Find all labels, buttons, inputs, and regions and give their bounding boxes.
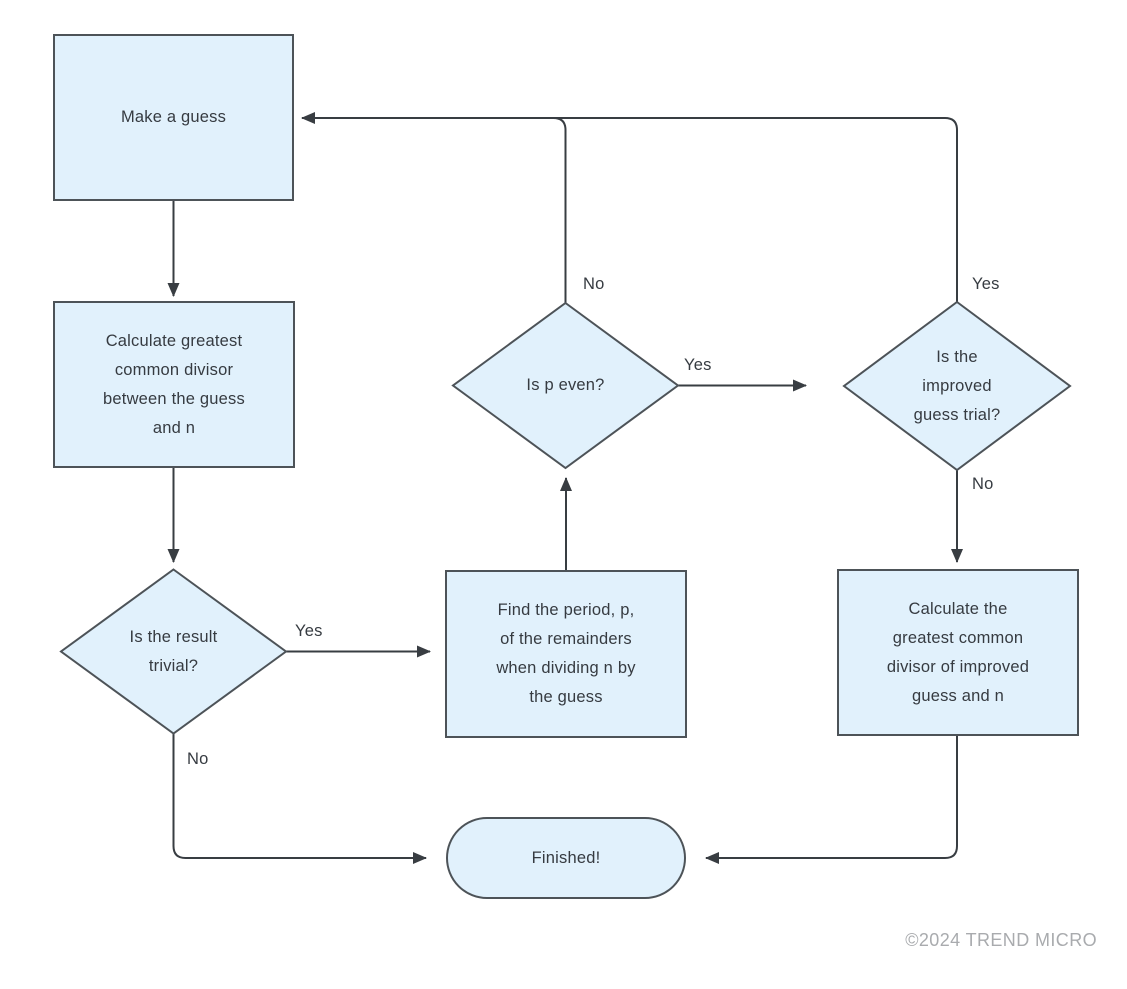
edge-calc-gcd-improved-to-finished (705, 735, 958, 864)
edge-is-improved-guess-trial-yes-to-make-guess (301, 112, 958, 302)
node-label-is-improved-guess-trial: Is the improved guess trial? (913, 347, 1001, 424)
edge-label-is-p-even-yes: Yes (684, 356, 712, 374)
node-is-improved-guess-trial (842, 300, 1072, 472)
node-finished (446, 817, 686, 899)
edge-label-is-result-trivial-no: No (187, 750, 209, 768)
edge-is-result-trivial-no-to-finished (172, 733, 427, 864)
copyright-text: ©2024 TREND MICRO (905, 930, 1097, 950)
edge-label-is-p-even-no: No (583, 275, 605, 293)
node-make-guess (53, 34, 294, 201)
node-group (53, 34, 1079, 899)
node-label-calc-gcd-improved: Calculate the greatest common divisor of… (886, 599, 1030, 705)
node-find-period (445, 570, 687, 738)
node-label-find-period: Find the period, p, of the remainders wh… (496, 601, 636, 706)
node-label-finished: Finished! (531, 848, 601, 867)
node-label-make-guess: Make a guess (120, 108, 227, 126)
edge-label-is-result-trivial-yes: Yes (295, 622, 323, 640)
node-calc-gcd-improved (837, 569, 1079, 736)
edge-group (167, 112, 963, 864)
node-is-result-trivial (59, 568, 288, 735)
edge-label-is-improved-guess-trial-no: No (972, 475, 994, 493)
node-calc-gcd (53, 301, 295, 468)
node-label-is-p-even: Is p even? (526, 376, 605, 394)
edge-is-p-even-no-to-make-guess (540, 117, 567, 303)
edge-label-is-improved-guess-trial-yes: Yes (972, 275, 1000, 293)
node-label-calc-gcd: Calculate greatest common divisor betwee… (103, 331, 245, 437)
node-label-is-result-trivial: Is the result trivial? (129, 627, 218, 675)
node-is-p-even (451, 301, 680, 470)
